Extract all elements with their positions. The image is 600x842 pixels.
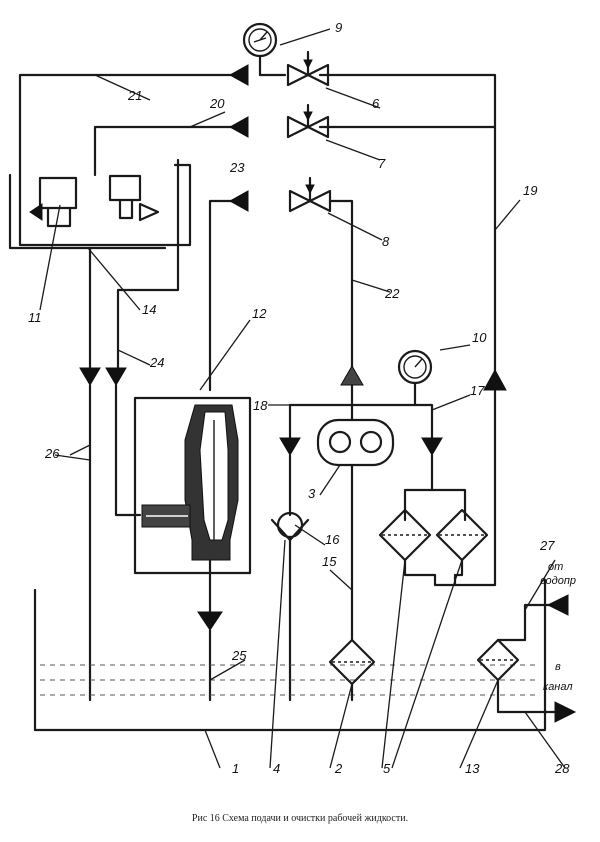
pump-unit-3 [279,349,443,517]
label-9: 9 [335,20,342,35]
pipe-20 [93,116,497,177]
flow-annotations: от водопр в канал [540,561,576,693]
label-2: 2 [334,761,343,776]
label-25: 25 [231,648,247,663]
label-12: 12 [252,306,267,321]
pipe-23 [208,190,354,392]
label-27: 27 [539,538,555,553]
figure-caption: Рис 16 Схема подачи и очистки рабочей жи… [191,813,409,824]
label-6: 6 [372,96,380,111]
label-10: 10 [472,330,487,345]
pressure-gauge-9 [242,22,278,77]
label-7: 7 [378,156,386,171]
label-17: 17 [470,383,485,398]
label-26: 26 [44,446,60,461]
label-11: 11 [28,310,42,325]
tank-1 [33,578,547,732]
to-drain-line2: канал [543,681,573,693]
return-arrow [483,368,507,391]
valve-8 [288,176,332,213]
label-16: 16 [325,532,340,547]
valve-6 [286,50,330,87]
number-labels: 9 21 20 6 7 23 8 19 22 11 14 12 10 24 18… [28,20,570,776]
label-18: 18 [253,398,268,413]
label-15: 15 [322,554,337,569]
label-3: 3 [308,486,316,501]
distributor-block [8,158,180,377]
label-8: 8 [382,234,390,249]
label-24: 24 [149,355,164,370]
label-19: 19 [523,183,537,198]
label-1: 1 [232,761,239,776]
label-5: 5 [383,761,391,776]
nozzle-assembly-12 [79,367,252,702]
to-drain-line1: в [555,661,561,673]
label-28: 28 [554,761,570,776]
filter-13-circuit [476,594,577,723]
label-4: 4 [273,761,280,776]
label-21: 21 [127,88,142,103]
filters-5 [378,388,497,587]
valve-7 [286,103,330,139]
from-water-line2: водопр [540,575,576,587]
label-23: 23 [229,160,245,175]
label-14: 14 [142,302,156,317]
figure-caption-container: Рис 16 Схема подачи и очистки рабочей жи… [0,808,600,826]
label-13: 13 [465,761,480,776]
pipe-21 [18,64,497,392]
check-valve-16 [270,511,310,702]
from-water-line1: от [548,561,563,573]
label-20: 20 [209,96,225,111]
leader-lines [39,28,566,769]
label-22: 22 [384,286,400,301]
